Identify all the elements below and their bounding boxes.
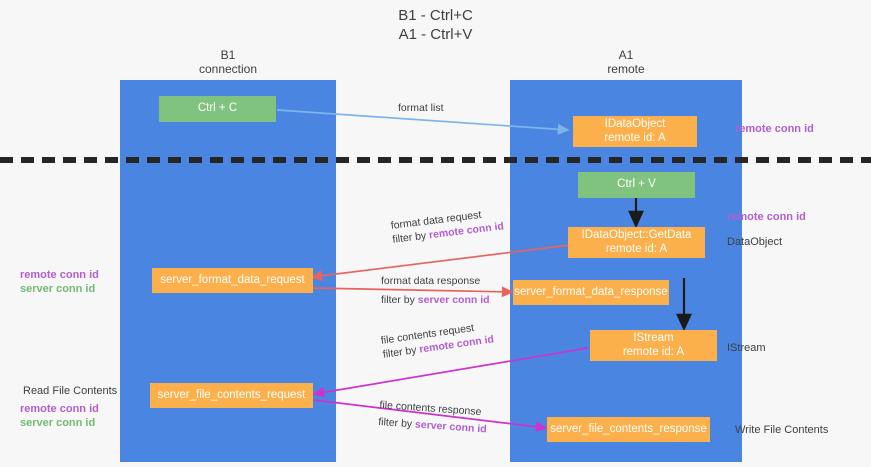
annotation-right-dataobject: DataObject <box>727 236 783 248</box>
annotation-left-remote-conn-id-bottom: remote conn id <box>20 403 99 415</box>
column-header-a1: A1 remote <box>510 48 742 76</box>
node-idataobject-getdata-line2: remote id: A <box>605 242 668 255</box>
filter-key-server-conn-id: server conn id <box>414 418 488 436</box>
column-header-a1-role: remote <box>607 62 645 76</box>
node-istream[interactable]: IStream remote id: A <box>590 330 717 361</box>
diagram-title: B1 - Ctrl+C A1 - Ctrl+V <box>0 6 871 44</box>
node-server-format-data-response[interactable]: server_format_data_response <box>513 280 669 305</box>
column-header-b1-name: B1 <box>220 48 236 62</box>
edge-label-format-data-response: format data response filter by server co… <box>381 274 490 307</box>
annotation-left-remote-conn-id-mid: remote conn id <box>20 269 99 281</box>
diagram-title-line1: B1 - Ctrl+C <box>398 7 473 24</box>
annotation-right-istream: IStream <box>727 342 766 354</box>
node-server-file-contents-response-label: server_file_contents_response <box>550 422 707 435</box>
edge-label-file-contents-response: file contents response filter by server … <box>378 398 488 436</box>
node-server-format-data-request-label: server_format_data_request <box>160 273 305 286</box>
node-ctrl-c-label: Ctrl + C <box>197 102 238 115</box>
filter-prefix: filter by <box>382 343 421 361</box>
filter-prefix: filter by <box>381 294 418 306</box>
node-server-format-data-response-label: server_format_data_response <box>514 285 668 298</box>
annotation-right-remote-conn-id-top: remote conn id <box>735 123 814 135</box>
edge-label-format-list-text: format list <box>398 102 444 114</box>
annotation-left-read-file-contents: Read File Contents <box>23 385 118 397</box>
node-istream-line1: IStream <box>633 332 674 344</box>
edge-label-format-list: format list <box>398 101 444 115</box>
filter-prefix: filter by <box>377 415 416 431</box>
node-idataobject-line2: remote id: A <box>604 131 666 144</box>
edge-label-file-contents-request: file contents request filter by remote c… <box>380 318 495 361</box>
edge-label-format-data-request: format data request filter by remote con… <box>390 205 505 246</box>
column-header-b1-role: connection <box>198 62 258 76</box>
node-server-file-contents-request[interactable]: server_file_contents_request <box>150 383 313 408</box>
node-ctrl-c[interactable]: Ctrl + C <box>159 96 276 122</box>
phase-separator <box>0 157 871 163</box>
filter-key-server-conn-id: server conn id <box>417 294 490 306</box>
filter-prefix: filter by <box>391 229 430 246</box>
node-idataobject-getdata[interactable]: IDataObject::GetData remote id: A <box>568 227 705 258</box>
node-idataobject-getdata-line1: IDataObject::GetData <box>581 229 692 241</box>
diagram-title-line2: A1 - Ctrl+V <box>398 26 473 43</box>
node-server-file-contents-response[interactable]: server_file_contents_response <box>547 417 710 442</box>
node-server-file-contents-request-label: server_file_contents_request <box>157 388 306 401</box>
node-ctrl-v-label: Ctrl + V <box>617 178 656 191</box>
node-ctrl-v[interactable]: Ctrl + V <box>578 172 695 198</box>
edge-label-format-data-response-line1: format data response <box>381 275 481 287</box>
annotation-left-server-conn-id-mid: server conn id <box>20 283 96 295</box>
node-idataobject[interactable]: IDataObject remote id: A <box>573 116 697 147</box>
annotation-right-remote-conn-id-mid: remote conn id <box>727 211 806 223</box>
column-header-b1: B1 connection <box>120 48 336 76</box>
annotation-left-server-conn-id-bottom: server conn id <box>20 417 96 429</box>
annotation-right-write-file-contents: Write File Contents <box>735 424 829 436</box>
column-header-a1-name: A1 <box>618 48 634 62</box>
edge-label-format-data-response-line2: filter by server conn id <box>381 293 490 307</box>
node-server-format-data-request[interactable]: server_format_data_request <box>152 268 313 293</box>
node-istream-line2: remote id: A <box>622 345 685 358</box>
node-idataobject-line1: IDataObject <box>604 118 666 130</box>
